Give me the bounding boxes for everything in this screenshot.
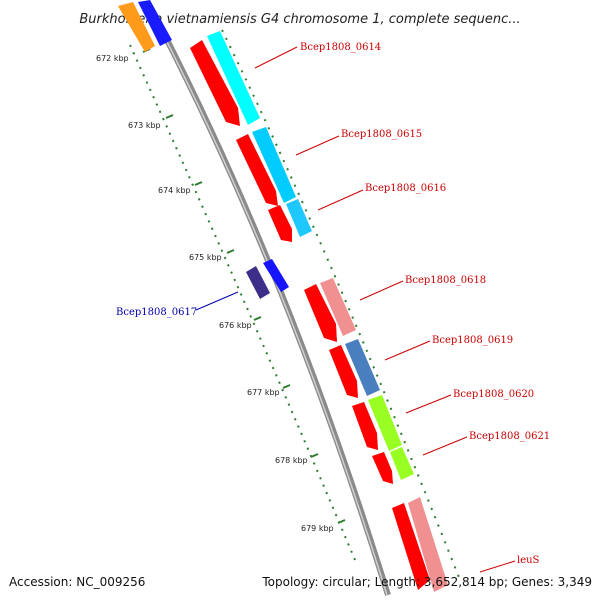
accession-text: Accession: NC_009256 [9, 575, 145, 589]
gene-block-0614[interactable] [207, 31, 260, 125]
cds-arrow-0614[interactable] [190, 40, 240, 126]
cds-arrow-0616[interactable] [268, 205, 292, 242]
cds-arrow-0621[interactable] [372, 452, 393, 484]
kbp-label: 674 kbp [158, 186, 191, 195]
gene-label-0614[interactable]: Bcep1808_0614 [300, 42, 381, 53]
gene-0617-block-b[interactable] [263, 259, 289, 292]
gene-block-0620[interactable] [368, 395, 402, 451]
gene-0617-block-a[interactable] [246, 266, 270, 299]
gene-block-blue[interactable] [138, 0, 172, 46]
cds-arrow-leuS[interactable] [392, 503, 430, 590]
gene-blocks [207, 31, 448, 592]
gene-block-0621[interactable] [390, 447, 414, 480]
chromosome-backbone [159, 28, 391, 596]
gene-label-0617[interactable]: Bcep1808_0617 [116, 307, 197, 318]
cds-arrows [190, 40, 430, 590]
topology-text: Topology: circular; Length: 3,652,814 bp… [261, 575, 592, 589]
gene-block-0615[interactable] [252, 127, 296, 203]
gene-block-orange[interactable] [118, 2, 155, 52]
kbp-label: 673 kbp [128, 121, 161, 130]
gene-label-leuS[interactable]: leuS [517, 555, 540, 566]
cds-arrow-0620[interactable] [352, 402, 378, 450]
gene-block-0618[interactable] [320, 278, 356, 336]
gene-block-0619[interactable] [345, 339, 380, 396]
inner-dotted-track [129, 44, 356, 561]
map-title: Burkholderia vietnamiensis G4 chromosome… [79, 12, 520, 27]
cds-arrow-0615[interactable] [236, 134, 278, 206]
gene-label-0619[interactable]: Bcep1808_0619 [432, 335, 513, 346]
cds-arrow-0619[interactable] [329, 345, 358, 398]
kbp-label: 677 kbp [247, 388, 280, 397]
leader-lines [195, 46, 516, 573]
gene-label-0620[interactable]: Bcep1808_0620 [453, 389, 534, 400]
kbp-label: 676 kbp [219, 321, 252, 330]
gene-label-0621[interactable]: Bcep1808_0621 [469, 431, 550, 442]
chromosome-backbone-highlight [160, 29, 388, 596]
gene-label-0618[interactable]: Bcep1808_0618 [405, 275, 486, 286]
kbp-label: 675 kbp [189, 253, 222, 262]
gene-block-leuS[interactable] [408, 497, 448, 592]
kbp-label: 672 kbp [96, 54, 129, 63]
gene-label-0615[interactable]: Bcep1808_0615 [341, 129, 422, 140]
gene-block-0616[interactable] [286, 199, 312, 237]
cds-arrow-0618[interactable] [304, 284, 337, 342]
gene-label-0616[interactable]: Bcep1808_0616 [365, 183, 446, 194]
kbp-label: 679 kbp [301, 524, 334, 533]
kbp-label: 678 kbp [275, 456, 308, 465]
